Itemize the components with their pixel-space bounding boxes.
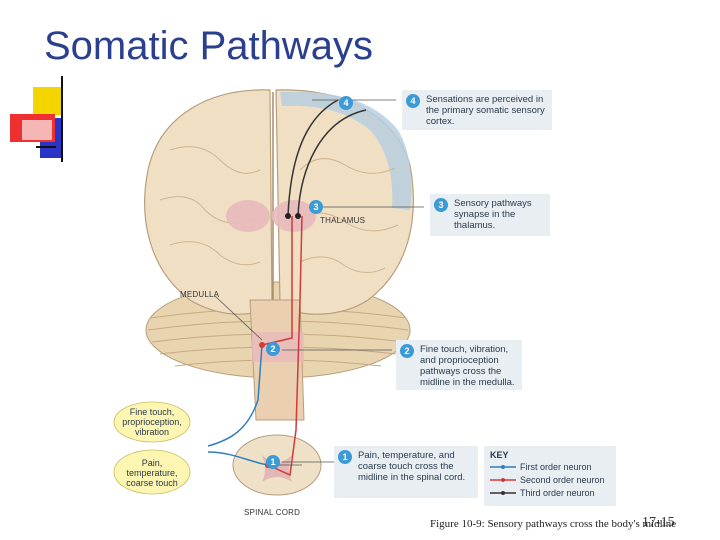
key-legend: KEY First order neuron Second order neur… [484, 446, 616, 506]
figure-caption: Figure 10-9: Sensory pathways cross the … [430, 518, 677, 530]
first-order-neuron-path-2 [207, 451, 269, 466]
key-row-third-order: Third order neuron [490, 488, 614, 500]
key-label-third-order: Third order neuron [520, 488, 595, 498]
third-order-neuron-path-2 [297, 109, 367, 217]
thalamus-label: THALAMUS [320, 216, 366, 225]
key-label-first-order: First order neuron [520, 462, 592, 472]
left-hemisphere [144, 89, 273, 315]
key-swatch-third-order [490, 491, 516, 495]
callout-4: 4 Sensations are perceived in the primar… [402, 90, 552, 130]
callout-text-3: Sensory pathways synapse in the thalamus… [454, 198, 532, 231]
stimulus-fine-touch: Fine touch, proprioception, vibration [122, 407, 182, 437]
callout-badge-1: 1 [338, 450, 352, 464]
key-row-second-order: Second order neuron [490, 475, 614, 487]
synapse-dot [295, 213, 301, 219]
marker-3: 3 [309, 200, 323, 214]
callout-1: 1 Pain, temperature, and coarse touch cr… [334, 446, 478, 498]
somatic-sensory-cortex [280, 91, 412, 210]
key-row-first-order: First order neuron [490, 462, 614, 474]
thalamus-right [272, 200, 316, 232]
callout-text-2: Fine touch, vibration, and proprioceptio… [420, 344, 515, 388]
page-number: 17-15 [642, 515, 675, 530]
marker-1: 1 [266, 455, 280, 469]
deco-square-pink [22, 120, 52, 140]
marker-4: 4 [339, 96, 353, 110]
spinal-cord-label: SPINAL CORD [244, 508, 301, 517]
stimulus-pain: Pain, temperature, coarse touch [126, 458, 178, 488]
callout-text-1: Pain, temperature, and coarse touch cros… [358, 450, 466, 483]
deco-line-vertical [61, 76, 63, 162]
second-order-neuron-path-2 [267, 215, 303, 477]
thalamus-left [226, 200, 270, 232]
synapse-dot [259, 342, 265, 348]
callout-badge-4: 4 [406, 94, 420, 108]
key-label-second-order: Second order neuron [520, 475, 605, 485]
key-title: KEY [490, 450, 509, 460]
callout-badge-2: 2 [400, 344, 414, 358]
synapse-dot [285, 213, 291, 219]
callout-text-4: Sensations are perceived in the primary … [426, 94, 545, 127]
deco-line-horizontal [36, 146, 56, 148]
key-swatch-first-order [490, 465, 516, 469]
callout-3: 3 Sensory pathways synapse in the thalam… [430, 194, 550, 236]
marker-2: 2 [266, 342, 280, 356]
callout-badge-3: 3 [434, 198, 448, 212]
stimulus-oval-pain [113, 449, 191, 495]
callout-2: 2 Fine touch, vibration, and propriocept… [396, 340, 522, 390]
slide-title: Somatic Pathways [44, 24, 374, 68]
medulla-label: MEDULLA [180, 290, 220, 299]
first-order-neuron-path [207, 344, 263, 447]
leader-lines [214, 99, 424, 466]
key-swatch-second-order [490, 478, 516, 482]
deco-square-yellow [33, 87, 61, 115]
third-order-neuron-path [287, 99, 339, 217]
stimulus-oval-fine-touch [113, 401, 191, 443]
